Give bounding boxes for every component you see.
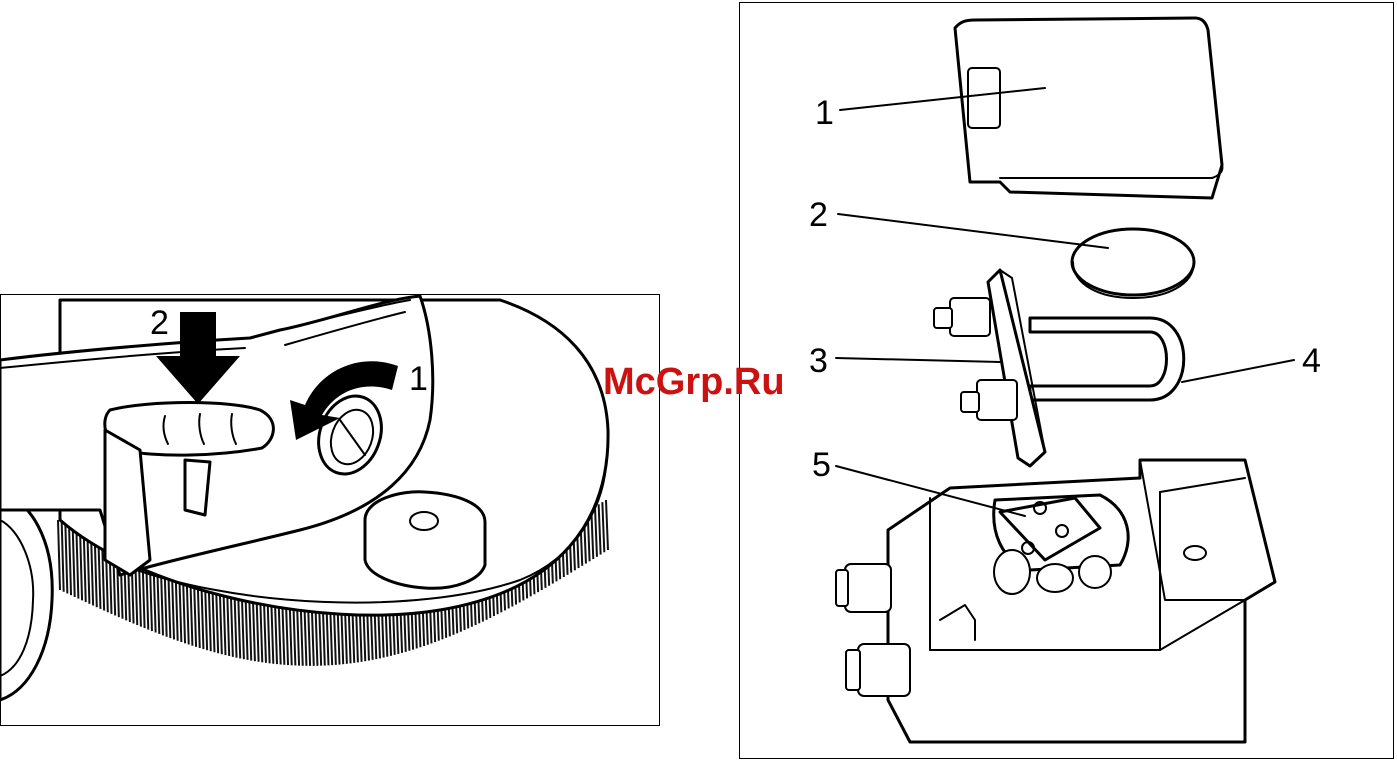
pump-body	[836, 460, 1275, 742]
watermark: McGrp.Ru	[603, 361, 785, 403]
rotor	[994, 495, 1128, 594]
callout-right-1: 1	[815, 94, 834, 132]
callout-left-1: 1	[409, 360, 428, 398]
pump-cover	[955, 18, 1222, 198]
wheel	[0, 492, 52, 700]
pump-disc	[1072, 229, 1194, 298]
leader-3	[836, 358, 1000, 362]
callout-left-2: 2	[150, 304, 169, 342]
callout-right-3: 3	[809, 342, 828, 380]
callout-right-5: 5	[812, 446, 831, 484]
body-knob-lower	[846, 644, 910, 696]
support-foot	[365, 492, 485, 589]
plate-knob-bottom	[961, 380, 1017, 420]
callout-right-4: 4	[1302, 342, 1321, 380]
pump-illustration	[836, 18, 1294, 742]
body-knob-upper	[836, 564, 891, 612]
plate-knob-top	[934, 298, 990, 336]
brush-head-illustration	[0, 296, 608, 700]
plate-and-tube	[934, 270, 1184, 466]
callout-right-2: 2	[809, 196, 828, 234]
leader-4	[1182, 360, 1294, 382]
leader-2	[838, 214, 1108, 248]
